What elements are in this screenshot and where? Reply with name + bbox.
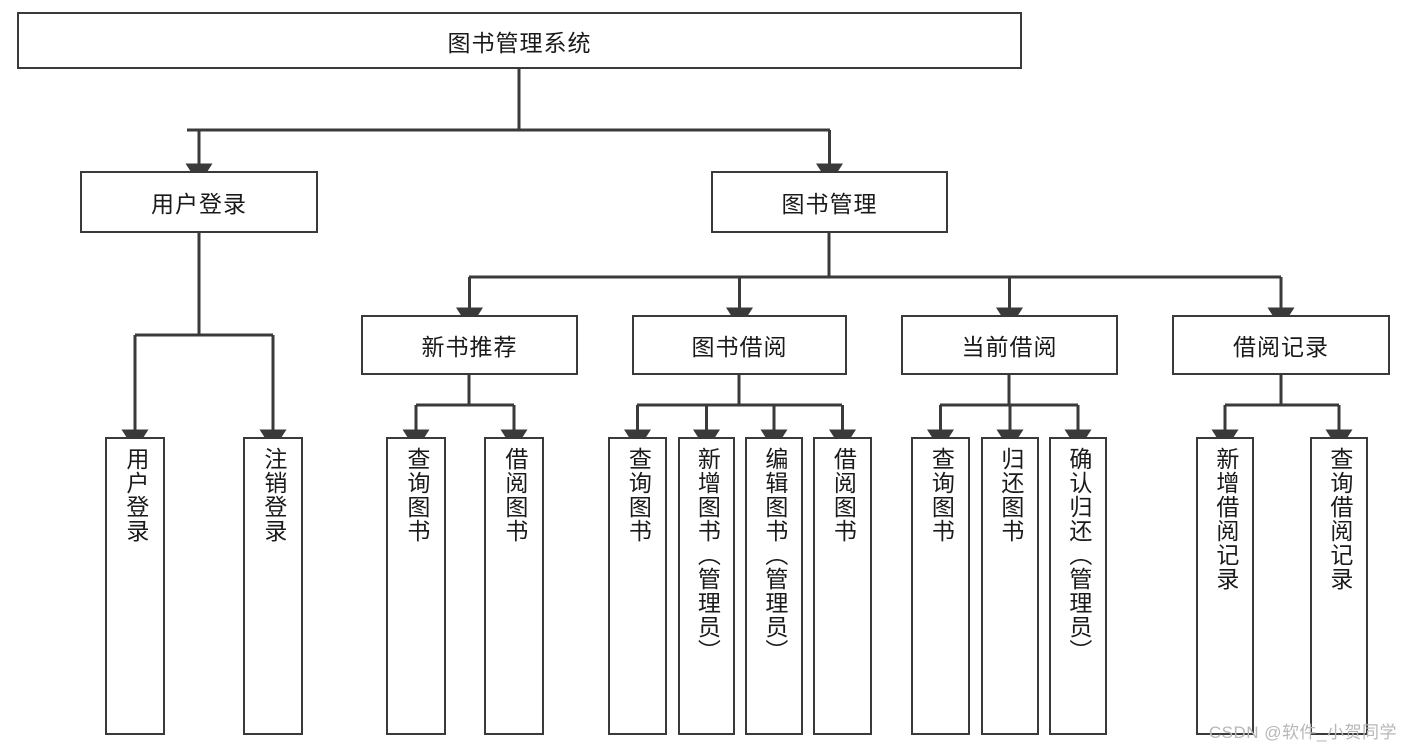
node-leaf-return-book-label: 归还图书 [997, 447, 1024, 543]
node-leaf-user-login-label: 用户登录 [122, 447, 149, 543]
node-leaf-user-logout[interactable]: 注销登录 [243, 437, 303, 735]
node-leaf-query-borrow-record-label: 查询借阅记录 [1326, 447, 1353, 591]
node-borrow-records[interactable]: 借阅记录 [1172, 315, 1390, 375]
node-leaf-edit-book-label: 编辑图书（管理员） [761, 447, 788, 663]
node-leaf-query-book-1-label: 查询图书 [403, 447, 430, 543]
node-leaf-add-borrow-record-label: 新增借阅记录 [1212, 447, 1239, 591]
node-leaf-query-borrow-record[interactable]: 查询借阅记录 [1310, 437, 1368, 735]
node-leaf-add-book-label: 新增图书（管理员） [694, 447, 721, 663]
node-leaf-borrow-book-1[interactable]: 借阅图书 [484, 437, 544, 735]
connector-lines [121, 69, 1353, 451]
node-leaf-query-book-2-label: 查询图书 [625, 447, 652, 543]
node-user-login-label: 用户登录 [151, 191, 247, 217]
node-book-manage-label: 图书管理 [781, 191, 878, 217]
node-new-book-recommend-label: 新书推荐 [421, 334, 518, 360]
node-leaf-add-borrow-record[interactable]: 新增借阅记录 [1196, 437, 1254, 735]
node-leaf-query-book-3[interactable]: 查询图书 [911, 437, 970, 735]
node-leaf-query-book-3-label: 查询图书 [928, 447, 955, 543]
node-book-borrow-label: 图书借阅 [691, 334, 788, 360]
node-current-borrow-label: 当前借阅 [961, 334, 1058, 360]
node-root-label: 图书管理系统 [447, 29, 592, 56]
node-leaf-borrow-book-2[interactable]: 借阅图书 [813, 437, 872, 735]
node-book-manage[interactable]: 图书管理 [711, 171, 948, 233]
node-leaf-edit-book[interactable]: 编辑图书（管理员） [745, 437, 803, 735]
node-current-borrow[interactable]: 当前借阅 [901, 315, 1118, 375]
node-leaf-query-book-2[interactable]: 查询图书 [608, 437, 667, 735]
node-leaf-confirm-return-label: 确认归还（管理员） [1065, 447, 1092, 663]
node-new-book-recommend[interactable]: 新书推荐 [361, 315, 578, 375]
node-leaf-borrow-book-2-label: 借阅图书 [830, 447, 857, 543]
node-leaf-query-book-1[interactable]: 查询图书 [386, 437, 446, 735]
node-user-login[interactable]: 用户登录 [80, 171, 318, 233]
node-leaf-confirm-return[interactable]: 确认归还（管理员） [1049, 437, 1107, 735]
node-borrow-records-label: 借阅记录 [1233, 334, 1329, 360]
node-leaf-return-book[interactable]: 归还图书 [981, 437, 1039, 735]
node-book-borrow[interactable]: 图书借阅 [632, 315, 847, 375]
node-leaf-borrow-book-1-label: 借阅图书 [501, 447, 528, 543]
node-leaf-add-book[interactable]: 新增图书（管理员） [678, 437, 735, 735]
node-leaf-user-login[interactable]: 用户登录 [105, 437, 165, 735]
node-leaf-user-logout-label: 注销登录 [260, 447, 287, 543]
node-root[interactable]: 图书管理系统 [17, 12, 1022, 69]
